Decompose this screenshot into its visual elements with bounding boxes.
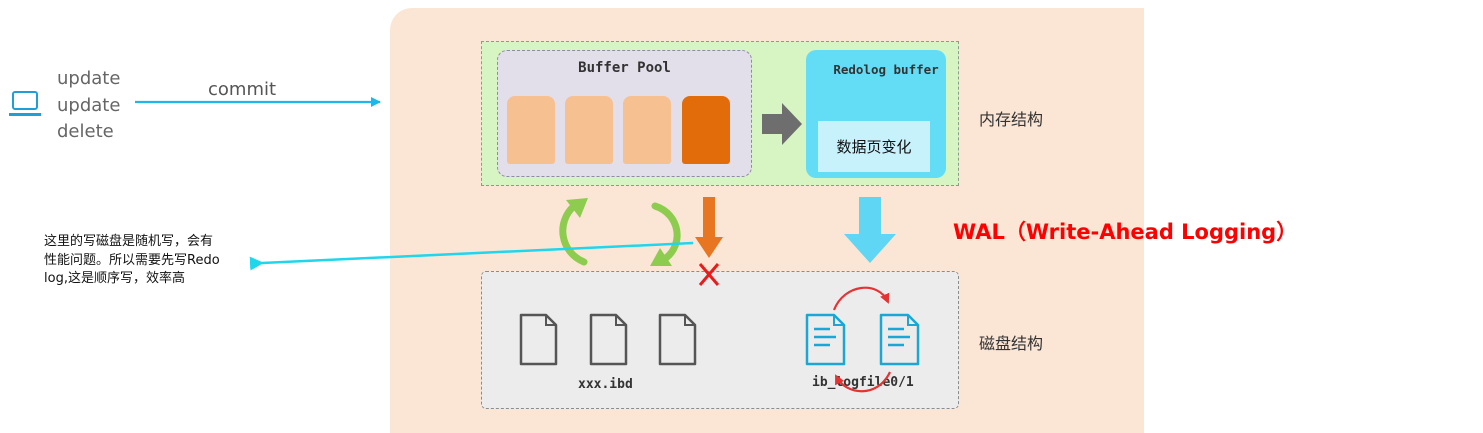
green-cycle-icon <box>559 198 681 266</box>
buffer-page-2 <box>565 96 613 164</box>
operation-item: update <box>57 68 121 89</box>
operation-item: update <box>57 94 121 116</box>
wal-label: WAL（Write-Ahead Logging） <box>953 220 1298 244</box>
buffer-page-dirty <box>682 96 730 164</box>
operation-item: delete <box>57 121 114 142</box>
blocked-cross-icon <box>698 263 720 286</box>
sequential-write-arrow <box>844 197 896 263</box>
ibd-file-icon <box>658 313 697 366</box>
ibd-file-label: xxx.ibd <box>578 377 633 392</box>
note-line: log,这是顺序写，效率高 <box>44 271 185 286</box>
note-line: 这里的写磁盘是随机写，会有 <box>44 234 214 249</box>
buffer-page-1 <box>507 96 555 164</box>
commit-label: commit <box>208 79 277 100</box>
random-write-arrow <box>695 197 723 258</box>
buffer-pool-title: Buffer Pool <box>578 60 671 76</box>
data-page-change-label: 数据页变化 <box>836 138 912 156</box>
memory-structure-label: 内存结构 <box>979 110 1044 129</box>
operations-list: update update delete <box>57 66 120 146</box>
flush-to-redolog-arrow <box>762 103 802 145</box>
redolog-buffer-title: Redolog buffer <box>833 62 939 77</box>
red-cycle-icon <box>832 286 891 393</box>
random-write-note: 这里的写磁盘是随机写，会有 性能问题。所以需要先写Redo log,这是顺序写，… <box>44 233 259 289</box>
laptop-icon <box>9 91 41 116</box>
buffer-page-3 <box>623 96 671 164</box>
data-page-change-box <box>818 121 930 172</box>
redo-logfile-icon <box>879 313 920 366</box>
redo-logfile-icon <box>805 313 846 366</box>
disk-structure-label: 磁盘结构 <box>979 334 1044 353</box>
note-line: 性能问题。所以需要先写Redo <box>44 252 220 268</box>
ibd-file-icon <box>519 313 558 366</box>
note-pointer-arrow <box>249 241 694 271</box>
ibd-file-icon <box>589 313 628 366</box>
